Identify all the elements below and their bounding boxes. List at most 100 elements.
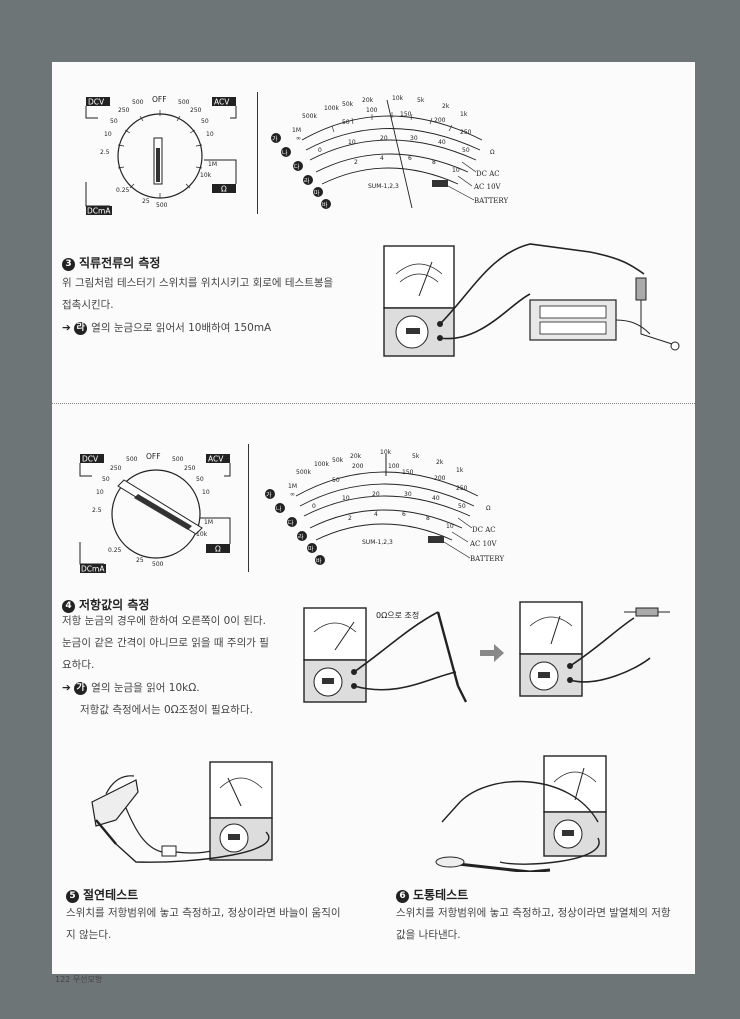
svg-text:SUM-1,2,3: SUM-1,2,3 [362,539,393,546]
sec4-line2: 눈금이 같은 간격이 아니므로 읽을 때 주의가 필 [62,637,269,649]
dcma-label-2: DCmA [81,565,105,574]
off-label: OFF [152,95,167,104]
ac10v-label: AC 10V [473,183,502,191]
sec4-title-text: 저항값의 측정 [79,598,150,612]
svg-text:라: 라 [298,533,304,541]
scale-arc-1 [301,115,483,141]
svg-text:10: 10 [446,523,454,530]
test-lead-red [439,243,645,325]
sec3-body: 위 그림처럼 테스터기 스위치를 위치시키고 회로에 테스트봉을 접촉시킨다. … [62,272,362,339]
acv-label: ACV [214,98,230,107]
dcv-label: DCV [88,98,105,107]
page-sheet: DCV ACV OFF 500 250 50 10 2.5 500 250 50… [52,62,695,974]
svg-text:10: 10 [96,489,104,496]
sec4-number-badge: 4 [62,600,75,613]
sec4-marker-badge: 가 [74,682,88,695]
svg-text:4: 4 [374,511,378,518]
ac10v-leader [457,175,473,187]
svg-text:40: 40 [432,495,440,502]
scale-10k-label: 10k [392,95,404,102]
sec3-marker-badge: 라 [74,322,88,335]
svg-text:DC AC: DC AC [472,526,496,534]
dcac-leader [461,161,477,173]
sec4-body: 저항 눈금의 경우에 한하여 오른쪽이 0이 된다. 눈금이 같은 간격이 아니… [62,610,302,721]
sec5-line2: 지 않는다. [66,929,112,941]
svg-text:마: 마 [314,189,320,197]
section-divider [52,403,695,404]
zero-adjust-illustration: 0Ω으로 조정 [303,601,670,703]
scale-ticks [331,112,453,133]
svg-text:10k: 10k [196,531,208,538]
soldering-iron-icon [439,860,551,872]
ma-0.25-label: 0.25 [116,187,130,194]
dcv-10-label: 10 [104,131,112,138]
dcv-250-label: 250 [118,107,130,114]
svg-text:50: 50 [196,476,204,483]
scale-4-label: 4 [380,155,384,162]
svg-text:50k: 50k [332,457,344,464]
svg-text:1M: 1M [204,519,213,526]
scale-20-label: 20 [380,135,388,142]
scale-40-label: 40 [438,139,446,146]
tester-display [383,245,455,309]
scale-8-label: 8 [432,159,436,166]
svg-text:0.25: 0.25 [108,547,122,554]
dial-diagram-bottom: DCV ACV OFF 500 250 50 10 2.5 500 250 50… [79,452,231,574]
scale-arc-4 [315,153,469,173]
sec4-line5: 저항값 측정에서는 0Ω조정이 필요하다. [80,704,253,716]
svg-text:250: 250 [110,465,122,472]
svg-text:1k: 1k [456,467,464,474]
scale-5k-label: 5k [417,97,425,104]
right-arrow-icon [480,644,504,662]
dial-circle-2 [111,469,201,559]
svg-text:10k: 10k [380,449,392,456]
arrow-icon-2: ➔ [62,682,71,694]
svg-text:10: 10 [202,489,210,496]
acv-10-label: 10 [206,131,214,138]
dial-ticks [117,110,203,198]
scale-50k-label: 50k [342,101,354,108]
scale-100k-label: 100k [324,105,339,112]
continuity-test-illustration [435,755,607,872]
scale-10b-label: 10 [452,167,460,174]
svg-text:Ω: Ω [486,505,491,512]
sec6-body: 스위치를 저항범위에 놓고 측정하고, 정상이라면 발열체의 저항 값을 나타낸… [396,902,686,946]
dial-diagram-top: DCV ACV OFF 500 250 50 10 2.5 500 250 50… [85,95,237,216]
svg-text:20: 20 [372,491,380,498]
acv-500-label: 500 [178,99,190,106]
svg-text:2k: 2k [436,459,444,466]
scale-6-label: 6 [408,155,412,162]
dcv-500-label: 500 [132,99,144,106]
scale-arc-5 [321,167,459,185]
svg-text:나: 나 [282,149,288,157]
svg-text:2: 2 [348,515,352,522]
sec3-number-badge: 3 [62,258,75,271]
sec3-line2: 접촉시킨다. [62,299,114,311]
sec6-number-badge: 6 [396,890,409,903]
svg-text:2.5: 2.5 [92,507,102,514]
meter-scale-bottom: 500k 100k 50k 20k 10k 5k 2k 1k 1M ∞ 200 … [265,449,504,565]
svg-text:라: 라 [304,177,310,185]
scale-200-label: 200 [434,117,446,124]
led [670,341,680,351]
sec5-body: 스위치를 저항범위에 놓고 측정하고, 정상이라면 바늘이 움직이 지 않는다. [66,902,356,946]
sec5-title-text: 절연테스트 [83,888,139,902]
svg-text:30: 30 [404,491,412,498]
meter-scale-top: 500k 100k 50k 20k 10k 5k 2k 1k 1M ∞ 100 … [271,95,508,209]
svg-text:200: 200 [352,463,364,470]
off-label-2: OFF [146,452,161,461]
tester-circuit-illustration [383,243,680,357]
acv-label-2: ACV [208,455,224,464]
sec4-title: 4 저항값의 측정 [62,596,149,613]
svg-text:250: 250 [456,485,468,492]
battery-leader [447,185,475,201]
page-footer: 122 무선모형 [55,975,103,984]
scale-arc-3 [309,139,477,161]
ma-25-label: 25 [142,198,150,205]
dcv-bracket [85,106,98,119]
svg-text:20k: 20k [350,453,362,460]
ohm-bracket [204,159,237,184]
